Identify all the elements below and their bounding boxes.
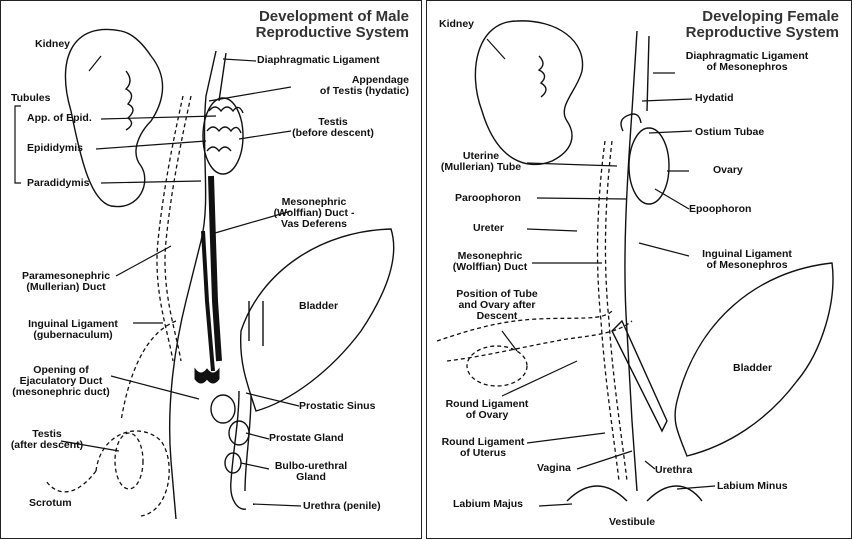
paramesonephric-duct <box>165 96 191 361</box>
paroophoron-label: Paroophoron <box>455 193 521 204</box>
female-diagram-panel: Developing Female Reproductive System Ki… <box>426 0 852 539</box>
vagina-label: Vagina <box>537 463 571 474</box>
position-after-descent-label: Position of Tube and Ovary after Descent <box>445 289 549 322</box>
scrotum-label: Scrotum <box>29 498 72 509</box>
scrotum-outline <box>96 431 169 516</box>
ureter-label: Ureter <box>473 223 504 234</box>
hydatid-label: Hydatid <box>695 93 734 104</box>
paramesonephric-duct-label: Paramesonephric (Mullerian) Duct <box>11 271 121 293</box>
ovary-label: Ovary <box>713 165 743 176</box>
vestibule-label: Vestibule <box>609 517 655 528</box>
female-bladder-outline <box>675 263 833 456</box>
male-diagram-panel: Development of Male Reproductive System … <box>0 0 422 539</box>
appendage-of-testis-label: Appendage of Testis (hydatic) <box>320 75 409 97</box>
male-body-wall <box>170 51 216 519</box>
female-kidney-outline <box>475 21 582 165</box>
male-diaphragmatic-ligament-label: Diaphragmatic Ligament <box>257 55 380 66</box>
diaphragmatic-ligament-of-mesonephros-label: Diaphragmatic Ligament of Mesonephros <box>663 51 831 73</box>
testis-before-descent-label: Testis (before descent) <box>283 117 383 139</box>
vas-deferens <box>211 176 219 361</box>
diaphragmatic-ligament-line <box>219 53 226 101</box>
epoophoron-label: Epoophoron <box>689 204 751 215</box>
labium-majus-label: Labium Majus <box>453 499 523 510</box>
male-title-line2: Reproductive System <box>256 25 409 41</box>
testis-after-descent <box>115 433 143 489</box>
female-kidney-label: Kidney <box>439 19 474 30</box>
male-bladder-label: Bladder <box>299 301 338 312</box>
prostate-gland-shape <box>211 395 235 423</box>
ostium-tubae-label: Ostium Tubae <box>695 127 764 138</box>
female-bladder-label: Bladder <box>733 363 772 374</box>
female-title-line2: Reproductive System <box>686 25 839 41</box>
app-of-epid-label: App. of Epid. <box>27 113 92 124</box>
bulbo-urethral-gland-label: Bulbo-urethral Gland <box>265 461 357 483</box>
ovary-after-descent <box>467 346 527 386</box>
ovary-shape <box>629 128 669 204</box>
female-mesonephric-duct-label: Mesonephric (Wolffian) Duct <box>447 251 533 273</box>
inguinal-ligament-of-mesonephros-label: Inguinal Ligament of Mesonephros <box>677 249 817 271</box>
female-title: Developing Female Reproductive System <box>686 9 839 41</box>
tubules-label: Tubules <box>11 93 50 104</box>
male-title-line1: Development of Male <box>256 9 409 25</box>
round-ligament-of-ovary-label: Round Ligament of Ovary <box>429 399 545 421</box>
labium-minus-label: Labium Minus <box>717 481 788 492</box>
paradidymis-label: Paradidymis <box>27 178 89 189</box>
female-body-wall <box>625 31 637 491</box>
inguinal-ligament-gubernaculum-label: Inguinal Ligament (gubernaculum) <box>13 319 133 341</box>
epididymis-label: Epididymis <box>27 143 83 154</box>
female-mesonephric-duct <box>605 141 627 481</box>
ejaculatory-duct-opening <box>195 369 219 383</box>
kidney-calyces <box>126 71 133 130</box>
prostatic-sinus-label: Prostatic Sinus <box>299 401 375 412</box>
urethra-penile-label: Urethra (penile) <box>303 501 381 512</box>
urethra-path <box>231 391 251 509</box>
opening-of-ejaculatory-duct-label: Opening of Ejaculatory Duct (mesonephric… <box>5 365 117 398</box>
testis-after-descent-label: Testis (after descent) <box>5 429 89 451</box>
mesonephric-duct-vas-deferens-label: Mesonephric (Wolffian) Duct - Vas Defere… <box>259 197 369 230</box>
female-title-line1: Developing Female <box>686 9 839 25</box>
female-urethra-label: Urethra <box>655 465 692 476</box>
vagina-shape <box>612 321 667 431</box>
male-kidney-label: Kidney <box>35 39 70 50</box>
round-ligament-of-uterus-label: Round Ligament of Uterus <box>433 437 533 459</box>
prostate-gland-label: Prostate Gland <box>269 433 344 444</box>
uterine-tube-label: Uterine (Mullerian) Tube <box>433 151 529 173</box>
male-title: Development of Male Reproductive System <box>256 9 409 41</box>
